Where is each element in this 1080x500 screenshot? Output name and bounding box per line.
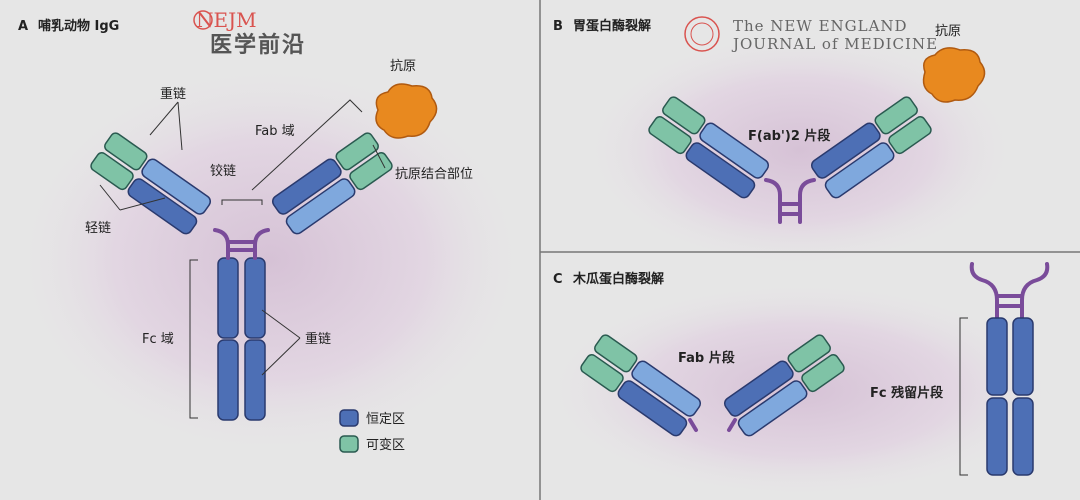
heavy-constant (617, 380, 688, 437)
panel-b-title: 胃蛋白酶裂解 (573, 18, 651, 34)
light-constant (631, 360, 702, 417)
light-constant (824, 142, 895, 199)
fc-right-upper (244, 257, 266, 339)
light-variable (801, 354, 845, 393)
panel-a-letter: A (18, 19, 28, 34)
panel-b-letter: B (553, 19, 563, 34)
light-constant (699, 122, 770, 179)
panel-b-glow (580, 30, 1020, 270)
fc-left-upper (217, 257, 239, 339)
light-variable (888, 116, 932, 155)
light-constant (141, 158, 212, 215)
hinge-b-chains (764, 178, 816, 224)
label-fc-region: Fc 域 (142, 332, 174, 347)
fc-c-right-lower (1012, 397, 1034, 476)
label-hinge: 铰链 (210, 164, 236, 179)
panel-a-glow (10, 60, 530, 460)
heavy-variable (648, 116, 692, 155)
light-variable (104, 132, 148, 171)
fc-left-lower (217, 339, 239, 421)
journal-line-2: JOURNAL of MEDICINE (731, 35, 938, 53)
antigen-a (375, 83, 438, 139)
fab-right-b (810, 96, 932, 199)
binding-site-leader (372, 144, 386, 169)
fab-left-c (580, 334, 702, 437)
fc-c-left-lower (986, 397, 1008, 476)
light-constant (737, 380, 808, 437)
light-variable (662, 96, 706, 135)
heavy-variable (874, 96, 918, 135)
label-fab2-fragment: F(ab')2 片段 (748, 128, 830, 144)
journal-logo: The NEW ENGLAND JOURNAL of MEDICINE (684, 16, 938, 53)
panel-c-title: 木瓜蛋白酶裂解 (572, 271, 664, 287)
heavy-chain-fc-leader (261, 309, 301, 376)
fab-left-c-stub (688, 418, 698, 432)
label-light-chain: 轻链 (85, 221, 111, 236)
fc-c-bracket (959, 317, 968, 476)
label-antigen: 抗原 (390, 59, 416, 74)
legend-label-constant: 恒定区 (366, 412, 405, 427)
heavy-variable (580, 354, 624, 393)
label-fab-region: Fab 域 (255, 124, 295, 139)
light-variable (594, 334, 638, 373)
heavy-constant (271, 158, 342, 215)
panel-a-title: 哺乳动物 IgG (38, 18, 119, 34)
label-antigen-b: 抗原 (935, 24, 961, 39)
nejm-logo-ring (193, 10, 213, 30)
label-heavy-chain-top: 重链 (160, 86, 186, 102)
heavy-constant (127, 178, 198, 235)
heavy-constant (810, 122, 881, 179)
fab-left-a (90, 132, 212, 235)
fc-right-lower (244, 339, 266, 421)
label-fc-fragment: Fc 残留片段 (870, 385, 943, 401)
fc-c-right-upper (1012, 317, 1034, 396)
fab-bracket (251, 99, 363, 191)
panel-c-letter: C (553, 272, 563, 287)
heavy-variable (90, 152, 134, 191)
journal-line-1: The NEW ENGLAND (733, 17, 908, 35)
legend-swatch-constant (339, 409, 359, 427)
legend-label-variable: 可变区 (366, 437, 405, 453)
hinge-bracket (221, 199, 263, 205)
hinge-a-chains (213, 228, 270, 260)
fc-bracket (189, 259, 198, 419)
legend-swatch-variable (339, 435, 359, 453)
antigen-b (922, 47, 986, 103)
legend: 恒定区 可变区 (339, 409, 405, 453)
journal-seal-icon (684, 16, 720, 52)
fab-right-c-stub (727, 418, 737, 432)
label-heavy-chain-fc: 重链 (305, 331, 331, 347)
heavy-variable (335, 132, 379, 171)
journal-seal-inner (690, 22, 714, 46)
heavy-constant (685, 142, 756, 199)
heavy-constant (723, 360, 794, 417)
nejm-logo: NEJM 医学前沿 (193, 8, 306, 58)
heavy-variable (787, 334, 831, 373)
nejm-logo-text: NEJM (196, 8, 257, 32)
heavy-chain-leader (149, 101, 183, 151)
fab-right-c (723, 334, 845, 437)
fab-left-b (648, 96, 770, 199)
label-antigen-binding-site: 抗原结合部位 (395, 167, 473, 182)
light-chain-leader (99, 184, 166, 211)
nejm-logo-cn: 医学前沿 (210, 32, 306, 58)
label-fab-fragment: Fab 片段 (678, 350, 735, 366)
light-constant (285, 178, 356, 235)
fc-c-left-upper (986, 317, 1008, 396)
